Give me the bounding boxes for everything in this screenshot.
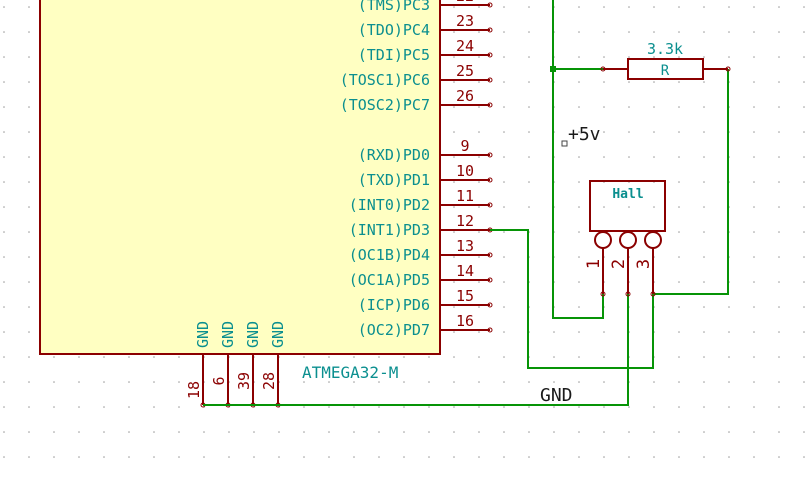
pin-label: (ICP)PD6 xyxy=(358,296,430,314)
mcu-pin-gnd-6[interactable]: GND 6 xyxy=(210,321,237,405)
pin-label: GND xyxy=(269,321,287,348)
mcu-pin-gnd-28[interactable]: GND 28 xyxy=(260,321,287,405)
hall-sensor[interactable]: Hall 1 2 3 xyxy=(584,180,666,297)
power-port-icon[interactable] xyxy=(561,140,568,147)
pin-label: (INT0)PD2 xyxy=(349,196,430,214)
pin-number: 12 xyxy=(456,212,474,230)
mcu-pin-pd3[interactable]: (INT1)PD3 12 xyxy=(349,212,493,239)
pin-number: 16 xyxy=(456,312,474,330)
mcu-pin-pd6[interactable]: (ICP)PD6 15 xyxy=(358,287,493,314)
mcu-pin-pc4[interactable]: (TDO)PC4 23 xyxy=(358,12,493,39)
hall-pin-1: 1 xyxy=(584,259,604,269)
resistor-r[interactable]: 3.3k R xyxy=(600,40,731,80)
wire-int1-to-hall-out[interactable] xyxy=(490,229,654,369)
gnd-net-label: GND xyxy=(540,385,573,406)
resistor-ref: R xyxy=(661,63,670,79)
mcu-pin-gnd-39[interactable]: GND 39 xyxy=(235,321,262,405)
pin-label: (TDI)PC5 xyxy=(358,46,430,64)
vcc-label: +5v xyxy=(568,124,601,145)
mcu-body[interactable] xyxy=(39,0,441,355)
mcu-pin-pc7[interactable]: (TOSC2)PC7 26 xyxy=(340,87,493,114)
wire-gnd[interactable] xyxy=(203,294,629,406)
pin-label: (OC1B)PD4 xyxy=(349,246,430,264)
pin-number: 13 xyxy=(456,237,474,255)
pin-label: (INT1)PD3 xyxy=(349,221,430,239)
pin-number: 6 xyxy=(210,376,228,385)
pin-label: (TOSC2)PC7 xyxy=(340,96,430,114)
mcu-pin-pd7[interactable]: (OC2)PD7 16 xyxy=(358,312,493,339)
hall-pin-3: 3 xyxy=(634,259,654,269)
mcu-pin-gnd-18[interactable]: GND 18 xyxy=(185,321,212,405)
pin-number: 28 xyxy=(260,372,278,390)
mcu-pin-pd4[interactable]: (OC1B)PD4 13 xyxy=(349,237,493,264)
pin-label: (TXD)PD1 xyxy=(358,171,430,189)
pin-number: 14 xyxy=(456,262,474,280)
pin-number: 11 xyxy=(456,187,474,205)
pin-number: 25 xyxy=(456,62,474,80)
pin-label: GND xyxy=(194,321,212,348)
mcu-pin-pc3[interactable]: (TMS)PC3 22 xyxy=(358,0,493,14)
hall-pin-2: 2 xyxy=(609,259,629,269)
pin-label: (OC1A)PD5 xyxy=(349,271,430,289)
pin-number: 26 xyxy=(456,87,474,105)
pin-label: (TOSC1)PC6 xyxy=(340,71,430,89)
pin-number: 23 xyxy=(456,12,474,30)
pin-number: 18 xyxy=(185,381,203,399)
pin-label: GND xyxy=(244,321,262,348)
mcu-part-name: ATMEGA32-M xyxy=(302,363,398,382)
pin-label: (RXD)PD0 xyxy=(358,146,430,164)
pin-number: 15 xyxy=(456,287,474,305)
pin-number: 39 xyxy=(235,372,253,390)
hall-label: Hall xyxy=(612,187,643,202)
pin-number: 24 xyxy=(456,37,474,55)
resistor-value: 3.3k xyxy=(647,40,683,58)
mcu-pin-pd2[interactable]: (INT0)PD2 11 xyxy=(349,187,493,214)
pin-number: 9 xyxy=(460,137,469,155)
pin-number: 10 xyxy=(456,162,474,180)
pin-label: GND xyxy=(219,321,237,348)
wire-vcc-to-hall[interactable] xyxy=(552,0,604,319)
mcu-pin-pc5[interactable]: (TDI)PC5 24 xyxy=(358,37,493,64)
mcu-pin-pd1[interactable]: (TXD)PD1 10 xyxy=(358,162,493,189)
mcu-pin-pd0[interactable]: (RXD)PD0 9 xyxy=(358,137,493,164)
pin-label: (TMS)PC3 xyxy=(358,0,430,14)
pin-label: (TDO)PC4 xyxy=(358,21,430,39)
pin-number: 22 xyxy=(456,0,474,5)
mcu-pin-pc6[interactable]: (TOSC1)PC6 25 xyxy=(340,62,493,89)
junction-dot xyxy=(550,66,556,72)
pin-label: (OC2)PD7 xyxy=(358,321,430,339)
wire-resistor-pullup[interactable] xyxy=(653,69,729,295)
mcu-pin-pd5[interactable]: (OC1A)PD5 14 xyxy=(349,262,493,289)
